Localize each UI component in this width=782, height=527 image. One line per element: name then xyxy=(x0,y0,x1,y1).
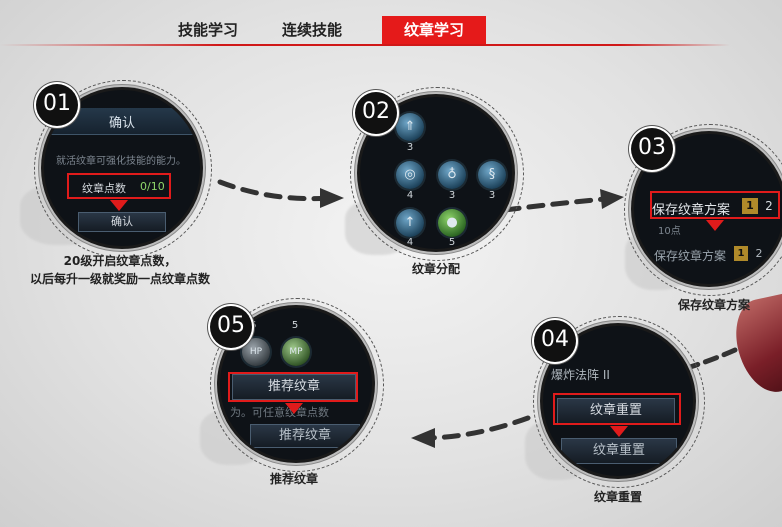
skill-count: 4 xyxy=(406,237,414,248)
tab-crest-learning[interactable]: 纹章学习 xyxy=(382,16,487,44)
recommend-crest-label[interactable]: 推荐纹章 xyxy=(232,374,356,400)
skill-count: 5 xyxy=(448,237,456,248)
skill-count: 5 xyxy=(291,320,299,331)
step-number-badge: 02 xyxy=(355,92,397,134)
step-number-badge: 04 xyxy=(534,320,576,362)
step-number-badge: 01 xyxy=(36,84,78,126)
plan-slot-1-secondary[interactable]: 1 xyxy=(734,246,748,261)
plan-slot-1[interactable]: 1 xyxy=(742,198,758,214)
tab-combo-skills[interactable]: 连续技能 xyxy=(282,21,343,39)
save-plan-highlight xyxy=(650,191,780,219)
dashed-ring xyxy=(533,316,705,488)
step-04-caption: 纹章重置 xyxy=(593,490,642,504)
hp-icon[interactable]: HP xyxy=(242,338,270,366)
skill-icon[interactable]: ● xyxy=(438,209,466,237)
skill-count: 3 xyxy=(448,190,456,201)
step-number-badge: 05 xyxy=(210,306,252,348)
dashed-ring xyxy=(350,87,524,261)
crest-reset-highlight xyxy=(553,393,681,425)
plan-slot-2[interactable]: 2 xyxy=(765,199,773,213)
pointer-triangle-icon xyxy=(110,200,128,211)
hint-text: 为。可任意纹章点数 xyxy=(230,406,329,419)
skill-icon[interactable]: ↑ xyxy=(396,209,424,237)
crest-description: 就活纹章可强化技能的能力。 xyxy=(56,156,186,167)
step-03-caption: 保存纹章方案 xyxy=(677,298,750,312)
step-05-caption: 推荐纹章 xyxy=(269,472,318,486)
crest-points-value: 0/10 xyxy=(140,180,165,193)
skill-count: 3 xyxy=(488,190,496,201)
skill-icon[interactable]: ⇑ xyxy=(396,113,424,141)
skill-icon[interactable]: § xyxy=(478,161,506,189)
tab-bar: 技能学习 连续技能 纹章学习 xyxy=(156,16,487,44)
crest-points-highlight xyxy=(67,173,171,199)
step-01-caption-line2: 以后每升一级就奖励一点纹章点数 xyxy=(29,272,210,286)
plan-slot-2-secondary[interactable]: 2 xyxy=(755,247,763,260)
points-text: 10点 xyxy=(658,226,681,237)
save-plan-label[interactable]: 保存纹章方案 xyxy=(652,203,731,218)
dashed-ring xyxy=(34,80,212,258)
skill-icon[interactable]: ♁ xyxy=(438,161,466,189)
arrow-right-icon xyxy=(217,179,344,208)
step-01-caption-line1: 20级开启纹章点数， xyxy=(63,254,177,268)
confirm-title: 确认 xyxy=(108,116,135,131)
dashed-ring xyxy=(210,298,384,472)
confirm-button[interactable]: 确认 xyxy=(78,212,166,232)
arrow-left-icon xyxy=(411,415,531,448)
tab-underline xyxy=(0,44,730,46)
skill-count: 4 xyxy=(406,190,414,201)
recommend-crest-button[interactable]: 推荐纹章 xyxy=(250,424,360,448)
crest-points-label: 纹章点数 xyxy=(82,182,126,195)
step-01-panel: 确认 就活纹章可强化技能的能力。 纹章点数 0/10 确认 xyxy=(44,90,200,246)
step-number-badge: 03 xyxy=(631,128,673,170)
skill-icon[interactable]: ◎ xyxy=(396,161,424,189)
skill-name: 爆炸法阵 II xyxy=(551,368,610,382)
pointer-triangle-icon xyxy=(285,403,303,414)
save-plan-label-secondary[interactable]: 保存纹章方案 xyxy=(654,249,727,263)
step-05-panel: 6 5 HP MP 推荐纹章 为。可任意纹章点数 推荐纹章 xyxy=(220,308,372,460)
tab-skill-learning[interactable]: 技能学习 xyxy=(178,21,239,39)
step-02-caption: 纹章分配 xyxy=(411,262,460,276)
skill-count: 3 xyxy=(406,142,414,153)
mp-icon[interactable]: MP xyxy=(282,338,310,366)
dashed-ring xyxy=(624,124,782,296)
skill-count: 6 xyxy=(249,320,257,331)
recommend-crest-highlight xyxy=(228,372,358,402)
crest-reset-button[interactable]: 纹章重置 xyxy=(561,438,677,464)
pointer-triangle-icon xyxy=(706,220,724,231)
confirm-dialog-title-bar xyxy=(44,108,200,135)
pointer-triangle-icon xyxy=(610,426,628,437)
